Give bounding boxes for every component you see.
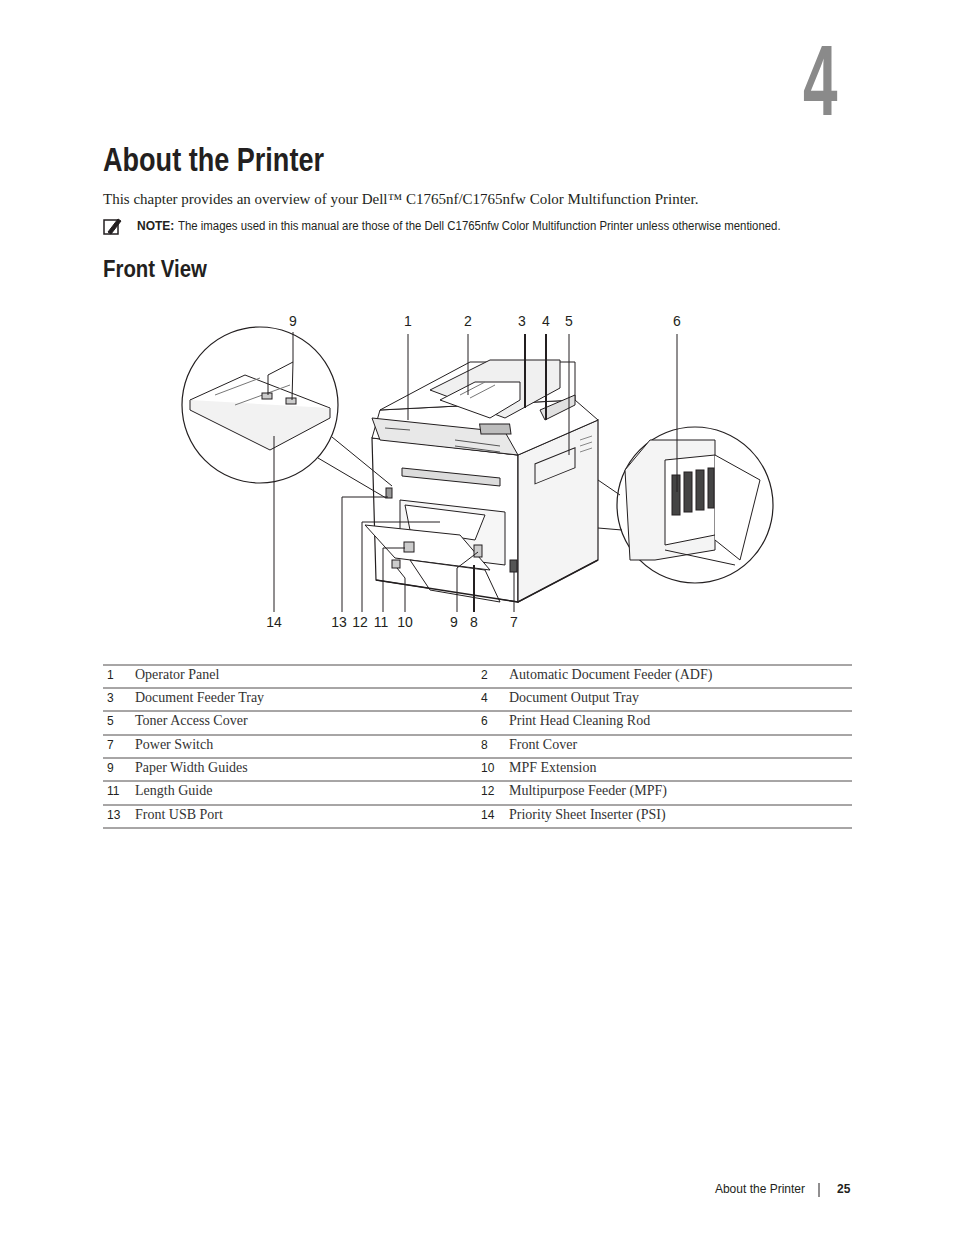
item-number: 6 — [481, 715, 488, 729]
callout-number: 9 — [449, 614, 459, 630]
callout-number: 11 — [373, 614, 390, 630]
part-name: Length Guide — [135, 783, 212, 799]
part-name: Front USB Port — [135, 807, 223, 823]
item-number: 5 — [107, 715, 114, 729]
callout-number: 9 — [288, 313, 298, 329]
item-number: 13 — [107, 809, 120, 823]
item-number: 10 — [481, 762, 494, 776]
item-number: 11 — [107, 785, 119, 799]
part-name: MPF Extension — [509, 760, 597, 776]
page-number: 25 — [837, 1183, 850, 1197]
part-name: Multipurpose Feeder (MPF) — [509, 783, 667, 799]
part-name: Print Head Cleaning Rod — [509, 713, 650, 729]
intro-text: This chapter provides an overview of you… — [103, 191, 698, 208]
callout-number: 8 — [469, 614, 479, 630]
callout-number: 13 — [330, 614, 348, 630]
callout-number: 10 — [396, 614, 414, 630]
note-label: NOTE: — [137, 220, 174, 234]
item-number: 8 — [481, 739, 488, 753]
item-number: 12 — [481, 785, 494, 799]
callout-number: 6 — [672, 313, 682, 329]
footer-text: About the Printer — [715, 1183, 805, 1197]
item-number: 9 — [107, 762, 114, 776]
note-icon — [104, 219, 121, 234]
part-name: Automatic Document Feeder (ADF) — [509, 667, 712, 683]
item-number: 4 — [481, 692, 488, 706]
callout-number: 3 — [517, 313, 527, 329]
chapter-title: About the Printer — [103, 141, 324, 179]
note-text: The images used in this manual are those… — [178, 220, 781, 234]
part-name: Toner Access Cover — [135, 713, 248, 729]
item-number: 1 — [107, 669, 114, 683]
callout-number: 5 — [564, 313, 574, 329]
part-name: Front Cover — [509, 737, 577, 753]
item-number: 14 — [481, 809, 494, 823]
printer-body — [365, 360, 598, 602]
item-number: 7 — [107, 739, 114, 753]
callout-number: 1 — [403, 313, 413, 329]
item-number: 2 — [481, 669, 488, 683]
part-name: Document Feeder Tray — [135, 690, 264, 706]
footer-separator — [819, 1183, 820, 1197]
item-number: 3 — [107, 692, 114, 706]
part-name: Priority Sheet Inserter (PSI) — [509, 807, 666, 823]
part-name: Operator Panel — [135, 667, 219, 683]
cleaning-rod-detail — [598, 427, 773, 583]
part-name: Document Output Tray — [509, 690, 639, 706]
table-rules — [103, 665, 852, 828]
callout-number: 7 — [509, 614, 519, 630]
part-name: Paper Width Guides — [135, 760, 248, 776]
psi-detail — [182, 327, 392, 498]
part-name: Power Switch — [135, 737, 213, 753]
leader-lines — [268, 332, 677, 612]
chapter-number: 4 — [803, 30, 837, 130]
callout-number: 14 — [265, 614, 283, 630]
callout-number: 12 — [351, 614, 369, 630]
callout-number: 2 — [463, 313, 473, 329]
section-heading: Front View — [103, 255, 207, 283]
callout-number: 4 — [541, 313, 551, 329]
